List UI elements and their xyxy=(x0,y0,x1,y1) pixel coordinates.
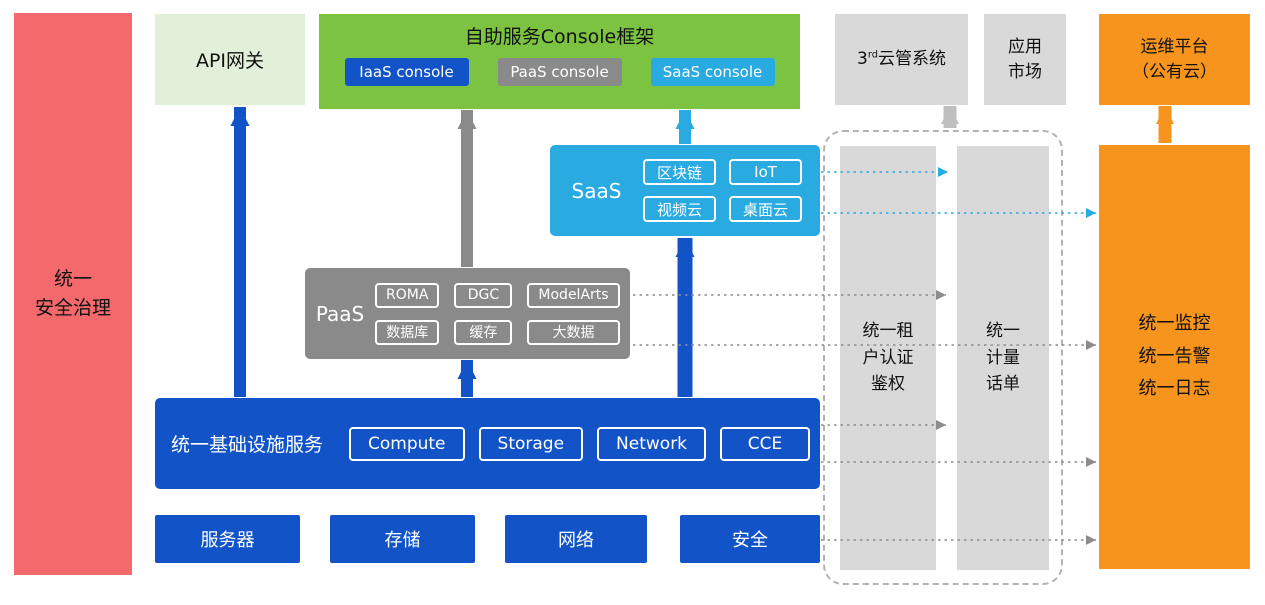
shared-services-dashed-frame xyxy=(823,130,1063,585)
saas-item-blockchain: 区块链 xyxy=(643,159,717,185)
saas-item-desktop-cloud: 桌面云 xyxy=(729,196,803,222)
console-framework-box: 自助服务Console框架 IaaS console PaaS console … xyxy=(319,14,800,109)
saas-console-chip: SaaS console xyxy=(650,58,775,86)
metering-billing-bar: 统一 计量 话单 xyxy=(957,146,1049,570)
resource-network-box: 网络 xyxy=(505,515,647,563)
paas-item-bigdata: 大数据 xyxy=(527,319,620,345)
resource-server-box: 服务器 xyxy=(155,515,300,563)
paas-item-roma: ROMA xyxy=(375,282,440,308)
infrastructure-label: 统一基础设施服务 xyxy=(171,434,324,456)
third-party-cloud-label: 3rd云管系统 xyxy=(857,49,946,70)
infra-item-network: Network xyxy=(597,426,707,461)
saas-layer-label: SaaS xyxy=(571,178,622,203)
infra-item-storage: Storage xyxy=(478,426,584,461)
infrastructure-layer-box: 统一基础设施服务 Compute Storage Network CCE xyxy=(155,398,820,489)
paas-console-chip: PaaS console xyxy=(497,58,622,86)
security-governance-bar: 统一 安全治理 xyxy=(14,13,132,575)
tenant-auth-bar: 统一租 户认证 鉴权 xyxy=(840,146,936,570)
saas-item-video-cloud: 视频云 xyxy=(643,196,717,222)
paas-item-cache: 缓存 xyxy=(454,319,513,345)
paas-services-grid: ROMA DGC ModelArts 数据库 缓存 大数据 xyxy=(375,282,620,345)
api-gateway-box: API网关 xyxy=(155,14,305,105)
paas-item-modelarts: ModelArts xyxy=(527,282,620,308)
paas-item-dgc: DGC xyxy=(454,282,513,308)
infra-item-cce: CCE xyxy=(720,426,811,461)
monitoring-alert-log-bar: 统一监控 统一告警 统一日志 xyxy=(1099,145,1250,569)
console-chip-row: IaaS console PaaS console SaaS console xyxy=(319,58,800,86)
saas-item-iot: IoT xyxy=(729,159,803,185)
ops-platform-box: 运维平台 （公有云） xyxy=(1099,14,1250,105)
paas-item-database: 数据库 xyxy=(375,319,440,345)
resource-security-box: 安全 xyxy=(680,515,820,563)
saas-services-grid: 区块链 IoT 视频云 桌面云 xyxy=(643,159,803,222)
resource-storage-box: 存储 xyxy=(330,515,475,563)
iaas-console-chip: IaaS console xyxy=(344,58,469,86)
saas-layer-box: SaaS 区块链 IoT 视频云 桌面云 xyxy=(550,145,820,236)
infrastructure-services-row: Compute Storage Network CCE xyxy=(349,426,811,461)
third-party-cloud-box: 3rd云管系统 xyxy=(835,14,968,105)
infra-item-compute: Compute xyxy=(349,426,465,461)
paas-layer-box: PaaS ROMA DGC ModelArts 数据库 缓存 大数据 xyxy=(305,268,630,359)
app-market-box: 应用 市场 xyxy=(984,14,1066,105)
paas-layer-label: PaaS xyxy=(315,301,365,326)
console-framework-title: 自助服务Console框架 xyxy=(464,26,655,48)
